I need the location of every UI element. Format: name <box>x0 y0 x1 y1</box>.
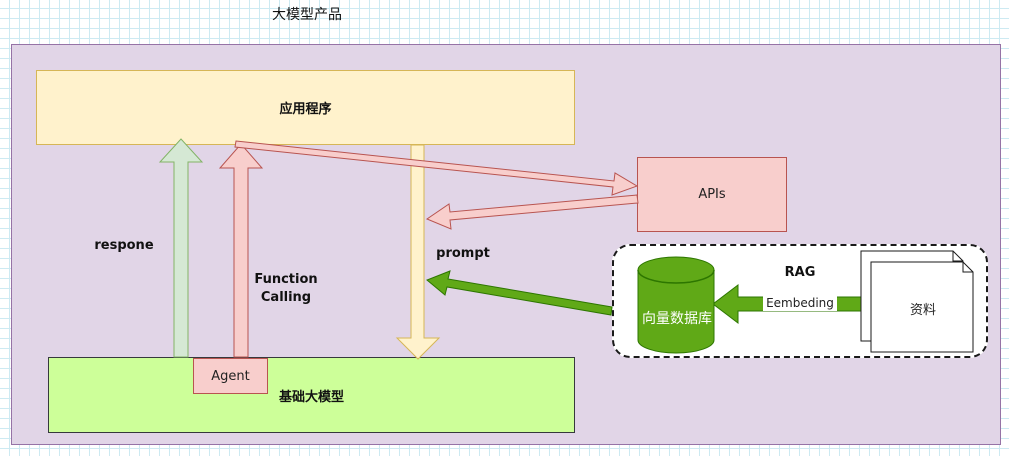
diagram-title: 大模型产品 <box>272 7 342 23</box>
agent-label: Agent <box>211 368 250 384</box>
vector-db-label: 向量数据库 <box>642 310 712 327</box>
rag-label: RAG <box>784 264 816 280</box>
prompt-label: prompt <box>436 245 490 261</box>
response-arrow[interactable] <box>158 138 204 358</box>
documents-icon[interactable] <box>860 250 974 353</box>
base-model-node[interactable]: 基础大模型 <box>48 357 575 433</box>
function-calling-arrow[interactable] <box>218 143 264 358</box>
app-to-apis-arrow[interactable] <box>234 140 639 196</box>
prompt-arrow[interactable] <box>395 144 441 360</box>
response-label: respone <box>94 237 154 253</box>
apis-to-prompt-arrow[interactable] <box>425 194 639 230</box>
application-label: 应用程序 <box>279 102 332 117</box>
base-model-label: 基础大模型 <box>278 389 344 405</box>
rag-to-prompt-arrow[interactable] <box>426 270 613 316</box>
application-node[interactable]: 应用程序 <box>36 70 575 145</box>
agent-node[interactable]: Agent <box>193 358 268 394</box>
apis-node[interactable]: APIs <box>637 157 787 232</box>
documents-label: 资料 <box>909 302 936 318</box>
function-calling-label: Function Calling <box>254 272 318 305</box>
embedding-label: Eembeding <box>763 294 837 311</box>
apis-label: APIs <box>698 187 726 202</box>
database-icon[interactable] <box>637 256 715 354</box>
